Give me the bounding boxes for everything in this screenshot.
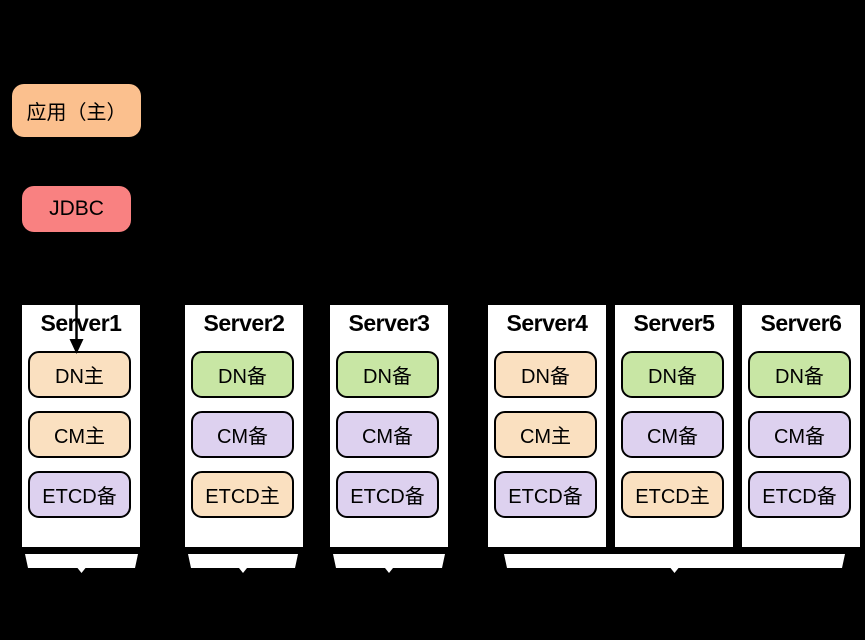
application-primary-box: 应用（主）	[12, 84, 141, 137]
server3-etcd-box: ETCD备	[336, 471, 439, 518]
brace-server3-icon	[333, 554, 445, 573]
server4-etcd-box: ETCD备	[494, 471, 597, 518]
server1-etcd-box: ETCD备	[28, 471, 131, 518]
server4-cm-box: CM主	[494, 411, 597, 458]
brace-server1-icon	[25, 554, 138, 573]
server6-etcd-box: ETCD备	[748, 471, 851, 518]
server5-title: Server5	[633, 310, 715, 336]
brace-server2-icon	[188, 554, 298, 573]
server1-dn-box: DN主	[28, 351, 131, 398]
server3-title: Server3	[348, 310, 430, 336]
server2-title: Server2	[203, 310, 285, 336]
server1-cm-box: CM主	[28, 411, 131, 458]
server5-cm-box: CM备	[621, 411, 724, 458]
server2-panel: Server2 DN备 CM备 ETCD主	[185, 305, 303, 547]
server3-panel: Server3 DN备 CM备 ETCD备	[330, 305, 448, 547]
server4-dn-box: DN备	[494, 351, 597, 398]
server6-cm-box: CM备	[748, 411, 851, 458]
server1-panel: Server1 DN主 CM主 ETCD备	[22, 305, 140, 547]
server6-dn-box: DN备	[748, 351, 851, 398]
server5-panel: Server5 DN备 CM备 ETCD主	[615, 305, 733, 547]
server3-dn-box: DN备	[336, 351, 439, 398]
jdbc-box: JDBC	[22, 186, 131, 232]
server6-title: Server6	[760, 310, 842, 336]
server5-etcd-box: ETCD主	[621, 471, 724, 518]
server5-dn-box: DN备	[621, 351, 724, 398]
brace-server4-6-icon	[504, 554, 845, 573]
server2-cm-box: CM备	[191, 411, 294, 458]
server2-etcd-box: ETCD主	[191, 471, 294, 518]
server4-title: Server4	[506, 310, 588, 336]
server1-title: Server1	[40, 310, 122, 336]
server2-dn-box: DN备	[191, 351, 294, 398]
server3-cm-box: CM备	[336, 411, 439, 458]
server4-panel: Server4 DN备 CM主 ETCD备	[488, 305, 606, 547]
server6-panel: Server6 DN备 CM备 ETCD备	[742, 305, 860, 547]
